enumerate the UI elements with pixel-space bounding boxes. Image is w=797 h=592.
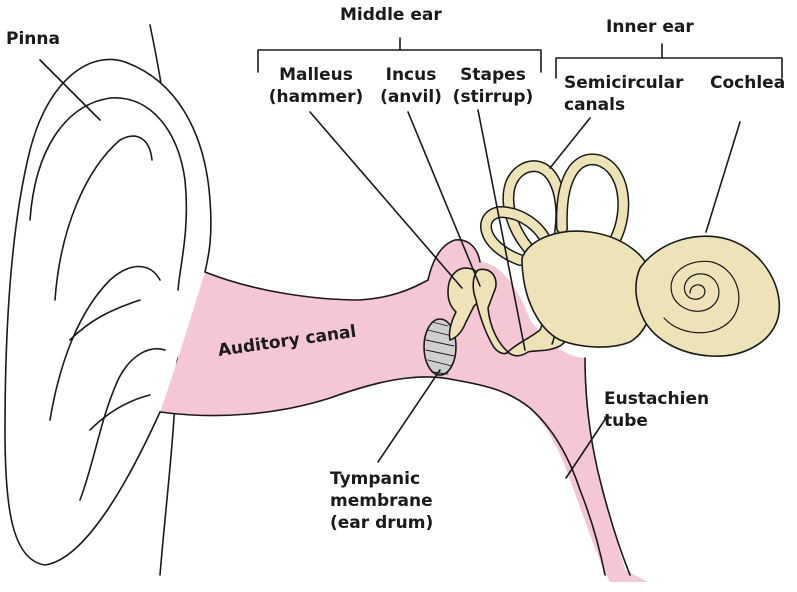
label-tympanic-line1: Tympanic: [330, 468, 433, 490]
label-semicircular-line1: Semicircular: [564, 72, 683, 94]
label-tympanic-line3: (ear drum): [330, 512, 433, 534]
label-pinna: Pinna: [6, 28, 60, 50]
cochlea-leader: [706, 122, 740, 232]
label-incus: Incus (anvil): [374, 64, 448, 108]
label-tympanic-line2: membrane: [330, 490, 433, 512]
label-eustachian-line2: tube: [604, 410, 709, 432]
malleus-leader: [310, 112, 462, 288]
label-malleus-line1: Malleus: [264, 64, 368, 86]
label-cochlea: Cochlea: [710, 72, 785, 94]
tympanic-leader: [378, 370, 440, 462]
label-malleus-line2: (hammer): [264, 86, 368, 108]
label-middle-ear: Middle ear: [340, 4, 442, 26]
label-stapes: Stapes (stirrup): [452, 64, 534, 108]
cochlea-shape: [636, 236, 779, 356]
label-stapes-line2: (stirrup): [452, 86, 534, 108]
label-semicircular-line2: canals: [564, 94, 683, 116]
label-tympanic-membrane: Tympanic membrane (ear drum): [330, 468, 433, 534]
label-malleus: Malleus (hammer): [264, 64, 368, 108]
label-inner-ear: Inner ear: [606, 16, 694, 38]
label-incus-line1: Incus: [374, 64, 448, 86]
label-eustachian-tube: Eustachien tube: [604, 388, 709, 432]
label-eustachian-line1: Eustachien: [604, 388, 709, 410]
label-incus-line2: (anvil): [374, 86, 448, 108]
label-stapes-line1: Stapes: [452, 64, 534, 86]
label-semicircular-canals: Semicircular canals: [564, 72, 683, 116]
